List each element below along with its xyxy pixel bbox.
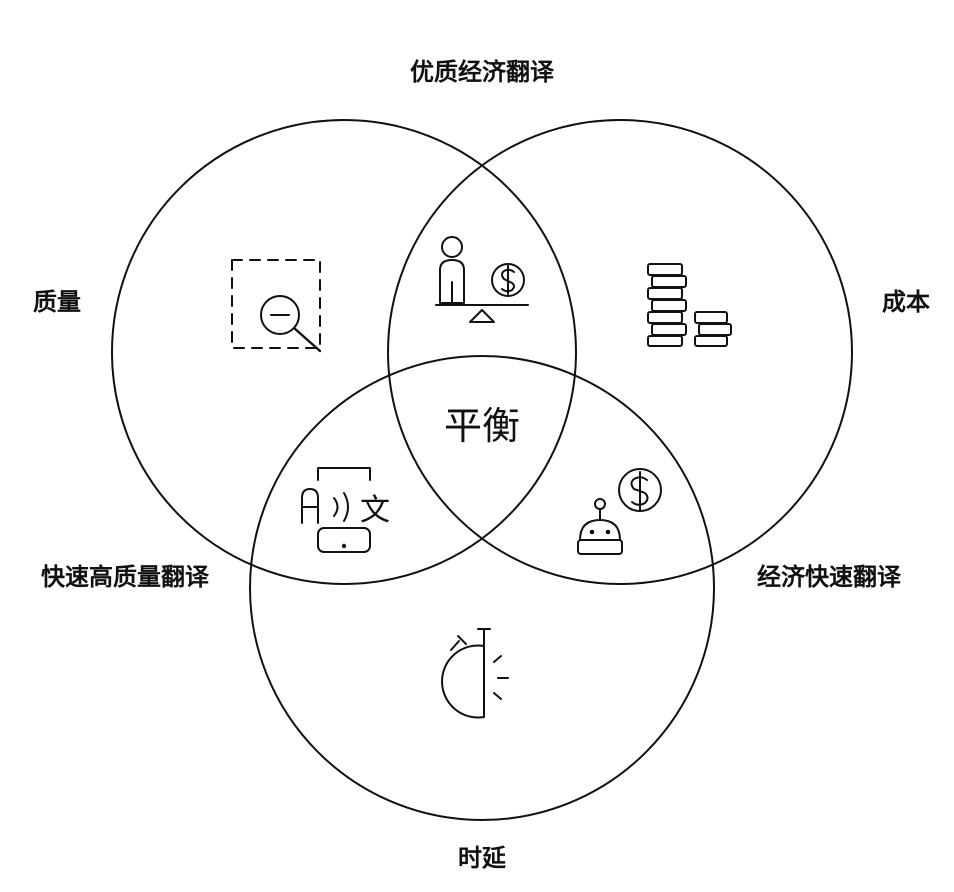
quality-circle [111, 119, 577, 585]
translate-phone-icon: 文 [301, 467, 390, 553]
person-money-balance-icon [435, 236, 529, 323]
bottom-label: 时延 [458, 844, 507, 872]
robot-money-icon [577, 468, 662, 555]
center-label: 平衡 [444, 404, 520, 448]
left-label: 质量 [33, 288, 81, 316]
right-label: 成本 [882, 288, 930, 316]
top-label: 优质经济翻译 [410, 58, 555, 86]
coin-stack-icon [647, 263, 732, 347]
bottom-left-label: 快速高质量翻译 [41, 563, 210, 591]
cost-circle [387, 119, 853, 585]
wen-glyph: 文 [360, 493, 390, 528]
bottom-right-label: 经济快速翻译 [757, 563, 902, 591]
timer-icon [441, 628, 509, 719]
search-icon [231, 259, 322, 353]
latency-circle [249, 355, 715, 821]
